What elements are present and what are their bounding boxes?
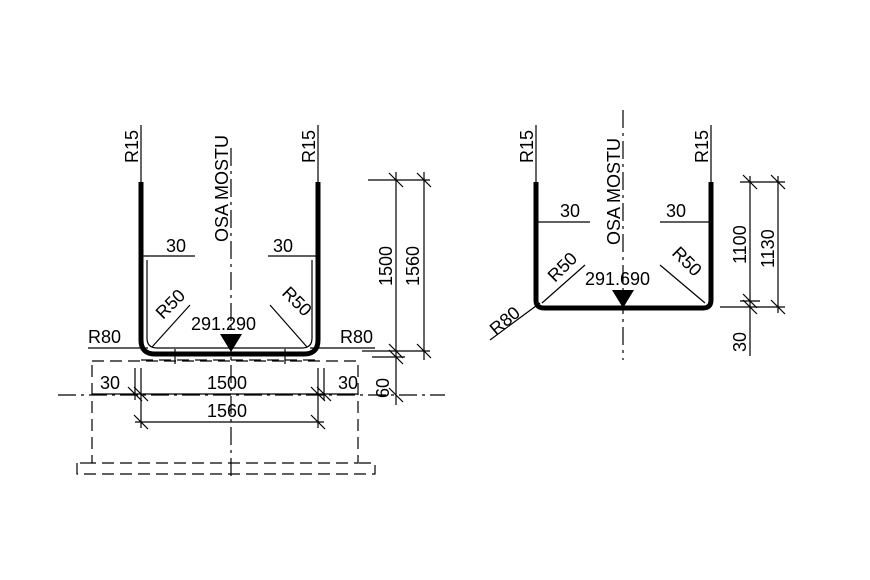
right-elevation-label: 291.690 bbox=[585, 269, 650, 289]
right-r15-right-label: R15 bbox=[692, 130, 712, 163]
right-dim-1100: 1100 bbox=[730, 225, 750, 264]
left-r50-left-label: R50 bbox=[152, 285, 189, 322]
left-axis-label: OSA MOSTU bbox=[212, 135, 232, 242]
left-cover-right-label: 30 bbox=[273, 236, 293, 256]
left-elevation-marker bbox=[220, 334, 242, 352]
left-r80-right-label: R80 bbox=[340, 327, 373, 347]
right-u-bar bbox=[533, 182, 714, 311]
right-elevation-marker bbox=[612, 290, 634, 308]
left-elevation-label: 291.290 bbox=[191, 314, 256, 334]
right-dim-1130: 1130 bbox=[758, 229, 778, 268]
right-dim-30: 30 bbox=[730, 332, 750, 352]
left-dim-1560-horizontal: 1560 bbox=[207, 401, 247, 421]
right-r50-left-label: R50 bbox=[544, 248, 581, 285]
left-dim-1500-vertical: 1500 bbox=[376, 246, 396, 286]
right-axis-label: OSA MOSTU bbox=[604, 138, 624, 245]
left-r15-right-label: R15 bbox=[299, 130, 319, 163]
left-r50-right-label: R50 bbox=[278, 283, 315, 320]
left-cover-left-label: 30 bbox=[166, 236, 186, 256]
left-dashed-base bbox=[76, 462, 376, 475]
right-r50-right-label: R50 bbox=[668, 243, 705, 280]
left-dim-1500-horizontal: 1500 bbox=[207, 373, 247, 393]
right-cover-left-label: 30 bbox=[560, 201, 580, 221]
left-dim-30-left: 30 bbox=[100, 373, 120, 393]
left-dashed-block bbox=[91, 360, 359, 464]
left-dim-60: 60 bbox=[373, 378, 393, 398]
left-dim-30-right: 30 bbox=[338, 373, 358, 393]
right-r80-label: R80 bbox=[486, 303, 524, 340]
right-cover-right-label: 30 bbox=[666, 201, 686, 221]
left-r80-left-label: R80 bbox=[88, 327, 121, 347]
left-detail: R15 R15 OSA MOSTU 30 30 R50 R50 R80 R80 … bbox=[58, 125, 445, 480]
left-r15-left-label: R15 bbox=[122, 130, 142, 163]
right-r15-left-label: R15 bbox=[517, 130, 537, 163]
right-detail: R15 R15 OSA MOSTU 30 30 R50 R50 R80 291.… bbox=[486, 110, 786, 360]
left-dim-1560-vertical: 1560 bbox=[403, 246, 423, 286]
left-u-bar bbox=[138, 182, 321, 357]
